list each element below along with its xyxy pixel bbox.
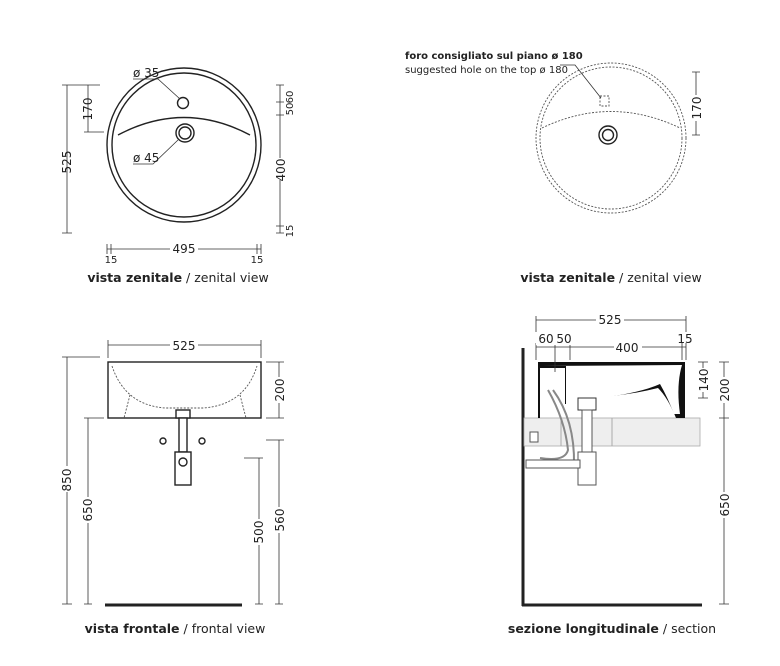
tap-valve-left	[159, 437, 167, 445]
supply-hoses	[539, 389, 576, 466]
tap-valve-right	[198, 437, 206, 445]
dim-650: 650	[718, 494, 732, 517]
siphon-trap	[577, 451, 597, 486]
dim-15-right: 15	[251, 255, 264, 266]
basin-front	[107, 361, 262, 419]
dim-200: 200	[273, 379, 287, 402]
dim-400: 400	[616, 341, 639, 355]
dim-850: 850	[60, 469, 74, 492]
drain-inner	[178, 126, 192, 140]
dim-495: 495	[173, 242, 196, 256]
hole-note-it: foro consigliato sul piano ø 180	[405, 51, 583, 62]
dim-60: 60	[538, 332, 553, 346]
dim-50: 50	[556, 332, 571, 346]
dim-200: 200	[718, 379, 732, 402]
zenital-view-hole: foro consigliato sul piano ø 180 suggest…	[405, 51, 704, 285]
angle-valve	[529, 431, 539, 443]
dim-50: 50	[285, 103, 296, 116]
dim-170: 170	[81, 98, 95, 121]
frontal-view: 525 200 850 650 500 560 vista frontale /…	[60, 338, 287, 636]
dim-560: 560	[273, 509, 287, 532]
drain-pipe	[178, 417, 188, 453]
basin-rim	[111, 72, 257, 218]
hole-outline	[535, 62, 687, 214]
dim-170: 170	[690, 97, 704, 120]
dim-400: 400	[274, 159, 288, 182]
hole-note-en: suggested hole on the top ø 180	[405, 65, 568, 76]
dim-15-left: 15	[105, 255, 118, 266]
dim-60: 60	[285, 91, 296, 104]
siphon-trap	[174, 451, 192, 486]
dim-15-vertical: 15	[285, 225, 296, 238]
dim-650: 650	[81, 499, 95, 522]
dim-525: 525	[60, 151, 74, 174]
dim-15: 15	[677, 332, 692, 346]
drain-valve	[577, 397, 597, 411]
section-view: 525 60 50 400 15 140 200 650 sezione lon…	[508, 313, 732, 636]
tap-hole-label: ø 35	[133, 66, 159, 80]
dim-140: 140	[697, 369, 711, 392]
waste-pipe	[525, 459, 581, 469]
caption-frontal: vista frontale / frontal view	[85, 621, 266, 636]
dim-525: 525	[599, 313, 622, 327]
drain-pipe	[581, 409, 593, 459]
caption-zenital-right: vista zenitale / zenital view	[520, 270, 701, 285]
dim-525: 525	[173, 339, 196, 353]
zenital-view-dimensioned: ø 35 ø 45 525 170 60 50 400 15 495 15 15…	[60, 66, 296, 285]
dim-500: 500	[252, 521, 266, 544]
caption-section: sezione longitudinale / section	[508, 621, 716, 636]
drain-label: ø 45	[133, 151, 159, 165]
caption-zenital-left: vista zenitale / zenital view	[87, 270, 268, 285]
tap-hole	[176, 96, 190, 110]
